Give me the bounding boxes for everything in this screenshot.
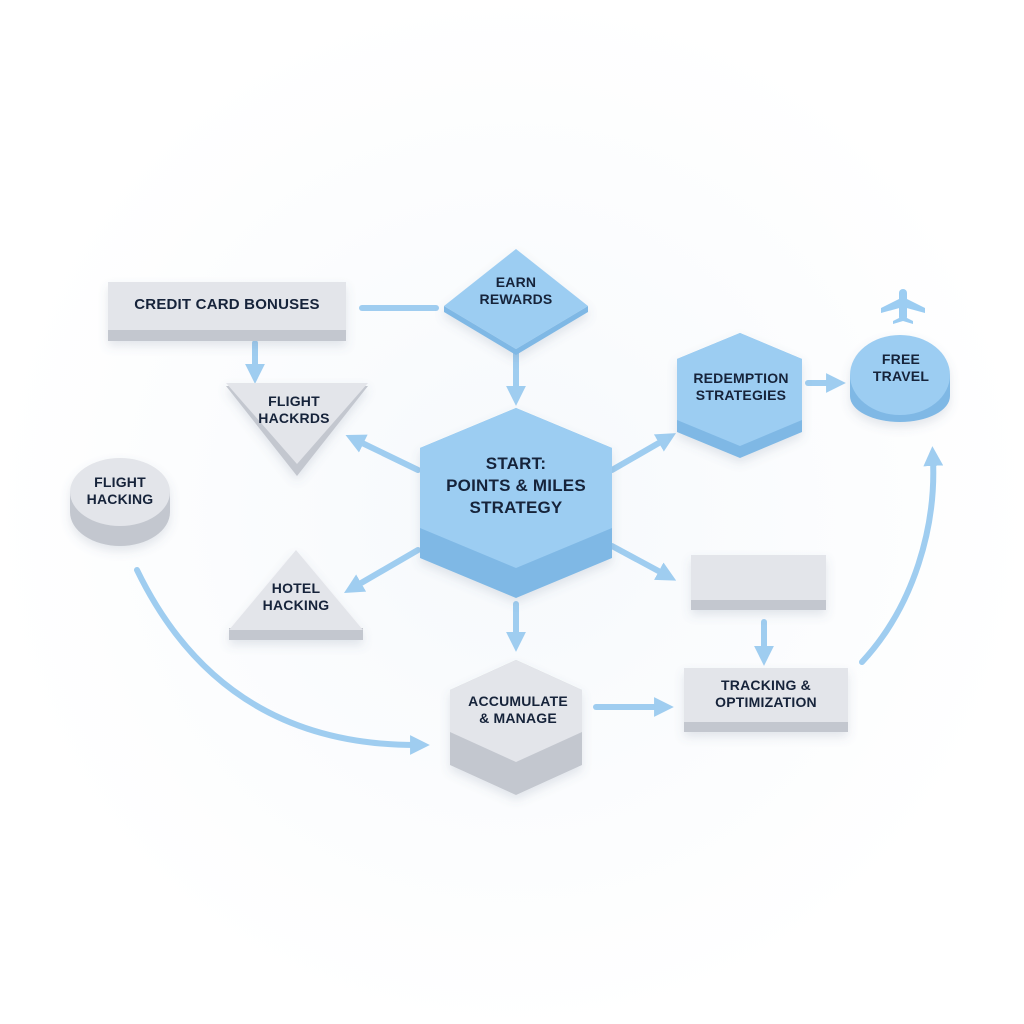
blank-box: [691, 555, 826, 610]
arrow-center-to-flight: [345, 434, 421, 473]
tracking-optimization-line1: TRACKING &: [721, 676, 811, 693]
arrow-curve-flight-to-accumulate: [134, 567, 430, 755]
redemption-strategies-line1: REDEMPTION: [693, 369, 789, 386]
flight-hacking-disc: [70, 458, 170, 546]
hotel-hacking-label: HOTEL HACKING: [263, 580, 330, 614]
redemption-strategies-label: REDEMPTION STRATEGIES: [693, 370, 788, 404]
redemption-strategies-hexagon: [677, 333, 802, 458]
free-travel-line1: FREE: [881, 350, 921, 367]
flight-hacking-line1: FLIGHT: [94, 473, 146, 490]
credit-card-bonuses-label: CREDIT CARD BONUSES: [134, 295, 320, 313]
earn-rewards-line1: EARN: [495, 273, 537, 290]
flight-hackrds-line2: HACKRDS: [258, 410, 330, 426]
tracking-optimization-box: [684, 668, 848, 732]
arrow-center-to-blank-box: [609, 543, 677, 581]
connectors: [134, 305, 944, 755]
free-travel-label: FREE TRAVEL: [873, 351, 929, 385]
arrow-center-to-redemption: [609, 433, 677, 473]
flight-hacking-line2: HACKING: [86, 491, 154, 507]
start-strategy-line2: POINTS & MILES: [446, 475, 586, 495]
credit-card-bonuses-box: [108, 282, 346, 341]
earn-rewards-label: EARN REWARDS: [480, 274, 553, 308]
start-strategy-label: START: POINTS & MILES STRATEGY: [446, 453, 586, 519]
flight-hacking-label: FLIGHT HACKING: [87, 474, 154, 508]
free-travel-disc: [850, 335, 950, 422]
hotel-hacking-line1: HOTEL: [271, 579, 321, 596]
start-strategy-line3: STRATEGY: [469, 498, 563, 518]
start-strategy-hexagon: [420, 408, 612, 598]
accumulate-manage-line2: & MANAGE: [479, 710, 557, 726]
earn-rewards-diamond: [444, 249, 588, 355]
accumulate-manage-hexagon: [450, 660, 582, 795]
hotel-hacking-triangle: [229, 550, 363, 640]
arrow-curve-tracking-to-free-travel: [859, 446, 944, 665]
arrow-center-to-hotel: [344, 547, 421, 593]
flight-hackrds-label: FLIGHT HACKRDS: [258, 393, 329, 427]
airplane-icon: [881, 289, 925, 324]
redemption-strategies-line2: STRATEGIES: [695, 387, 787, 403]
earn-rewards-line2: REWARDS: [479, 291, 553, 307]
hotel-hacking-line2: HACKING: [262, 597, 330, 613]
flight-hackrds-triangle: [226, 383, 368, 476]
accumulate-manage-label: ACCUMULATE & MANAGE: [468, 693, 568, 727]
accumulate-manage-line1: ACCUMULATE: [468, 692, 568, 709]
start-strategy-line1: START:: [485, 453, 547, 473]
free-travel-line2: TRAVEL: [872, 368, 930, 384]
tracking-optimization-line2: OPTIMIZATION: [715, 694, 817, 710]
tracking-optimization-label: TRACKING & OPTIMIZATION: [715, 677, 817, 711]
flight-hackrds-line1: FLIGHT: [268, 392, 320, 409]
